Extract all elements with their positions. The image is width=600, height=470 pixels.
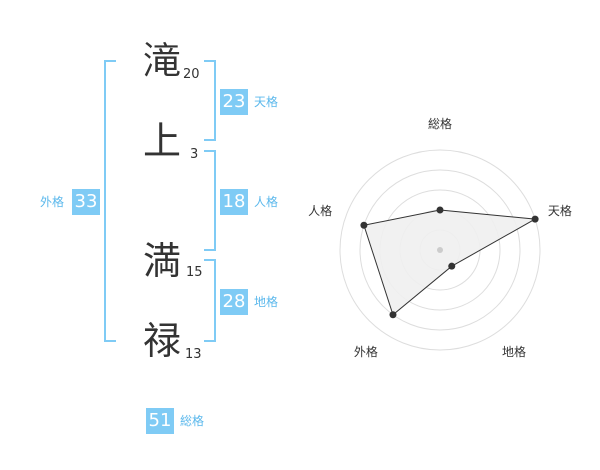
radar-area [363, 209, 537, 316]
tenkaku-bracket [204, 60, 216, 141]
name-char-1: 滝 [143, 39, 182, 83]
tenkaku-label: 天格 [254, 95, 279, 109]
radar-point-2 [448, 262, 456, 270]
stroke-count-3: 15 [186, 265, 203, 280]
radar-point-1 [531, 215, 539, 223]
soukaku-value: 51 [146, 408, 174, 434]
radar-axis-label-2: 地格 [502, 344, 526, 359]
radar-axis-label-0: 総格 [428, 116, 452, 131]
radar-axis-label-3: 外格 [354, 344, 378, 359]
gaikaku-bracket [104, 60, 116, 342]
name-char-4: 禄 [143, 319, 182, 363]
jinkaku-bracket [204, 150, 216, 251]
radar-axis-label-4: 人格 [308, 203, 332, 218]
radar-point-0 [436, 206, 444, 214]
jinkaku-label: 人格 [254, 195, 279, 209]
radar-ring [359, 169, 521, 331]
radar-center-dot [437, 247, 443, 253]
chikaku-value: 28 [220, 289, 248, 315]
chikaku-label: 地格 [254, 295, 279, 309]
gaikaku-label: 外格 [40, 195, 65, 209]
radar-axis-label-1: 天格 [548, 203, 572, 218]
name-char-2: 上 [143, 119, 182, 163]
radar-point-3 [389, 311, 397, 319]
radar-ring [339, 149, 541, 351]
stroke-count-4: 13 [185, 347, 202, 362]
soukaku-label: 総格 [180, 414, 205, 428]
name-char-3: 満 [143, 239, 182, 283]
radar-point-4 [360, 221, 368, 229]
jinkaku-value: 18 [220, 189, 248, 215]
stroke-count-1: 20 [183, 67, 200, 82]
gaikaku-value: 33 [72, 189, 100, 215]
stroke-count-2: 3 [190, 147, 199, 162]
chikaku-bracket [204, 259, 216, 342]
tenkaku-value: 23 [220, 89, 248, 115]
